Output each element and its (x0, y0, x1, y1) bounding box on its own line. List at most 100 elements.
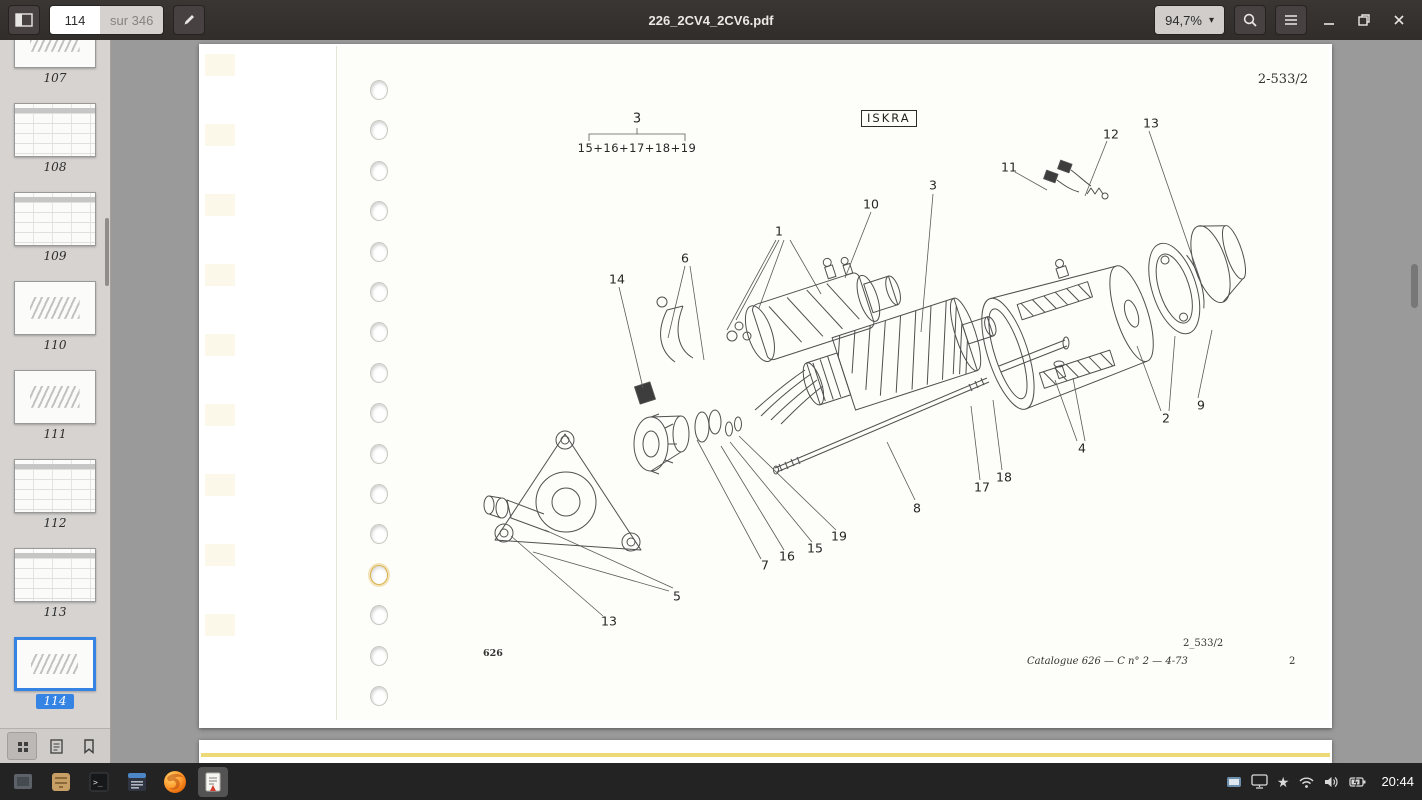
thumbnail-page-number: 113 (43, 605, 67, 619)
thumbnail-image[interactable] (14, 40, 96, 68)
thumbnail-list: 107 108 109 110 111 112 113 114 (0, 40, 110, 729)
zoom-dropdown[interactable]: 94,7% ▾ (1154, 5, 1225, 35)
terminal-icon[interactable]: >_ (84, 767, 114, 797)
minimize-button[interactable] (1316, 7, 1342, 33)
thumbnail-item-109[interactable]: 109 (14, 192, 96, 264)
thumbnail-image[interactable] (14, 281, 96, 335)
restore-icon (1358, 14, 1370, 26)
battery-icon[interactable] (1349, 776, 1367, 788)
thumbnail-item-111[interactable]: 111 (14, 370, 96, 442)
sidebar-toggle-icon (15, 13, 33, 27)
thumbnail-item-107[interactable]: 107 (14, 40, 96, 86)
binder-hole (370, 564, 388, 585)
pencil-icon (184, 15, 195, 25)
bookmark-icon (84, 738, 94, 754)
part-callout-18: 18 (996, 469, 1012, 485)
exploded-starter-motor-diagram (483, 128, 1247, 617)
footer-sheet-number: 2 (1289, 656, 1296, 667)
binder-hole (370, 484, 388, 504)
volume-icon[interactable] (1324, 775, 1340, 789)
next-page-paper-stripe (201, 753, 1330, 757)
restore-button[interactable] (1351, 7, 1377, 33)
search-button[interactable] (1234, 5, 1266, 35)
thumbnail-page-number: 107 (43, 71, 67, 85)
page-total-label: sur 346 (100, 6, 164, 34)
taskbar-app-launchers: >_ (8, 766, 228, 797)
binder-hole (370, 524, 388, 545)
thumbnail-sidebar: 107 108 109 110 111 112 113 114 (0, 40, 111, 763)
display-icon[interactable] (1251, 774, 1268, 789)
star-icon[interactable]: ★ (1276, 773, 1290, 790)
thumbnail-page-number: 110 (43, 338, 67, 352)
menu-button[interactable] (1275, 5, 1307, 35)
wifi-icon[interactable] (1298, 775, 1315, 789)
thumbnail-page-number: 108 (43, 160, 67, 174)
page-selector: sur 346 (49, 5, 165, 35)
zoom-level: 94,7% (1165, 12, 1202, 28)
thumbnail-item-114[interactable]: 114 (14, 637, 96, 709)
text-editor-icon[interactable] (122, 767, 152, 797)
clock: 20:44 (1381, 774, 1414, 789)
annotations-view-button[interactable] (42, 733, 70, 759)
binder-hole (370, 362, 388, 383)
next-pdf-page-partial[interactable] (199, 740, 1332, 763)
firefox-icon[interactable] (160, 767, 190, 797)
taskbar: >_ ★ 20:44 (0, 763, 1422, 800)
group-callout-number: 3 (632, 111, 642, 127)
part-callout-17: 17 (974, 479, 990, 495)
part-callout-7: 7 (761, 557, 769, 573)
scanned-sheet (336, 46, 1329, 720)
paper-stains (205, 54, 235, 668)
part-callout-10: 10 (863, 196, 879, 212)
annotations-list-icon (49, 738, 63, 754)
footer-page-reference: 2_533/2 (1183, 638, 1224, 649)
sidebar-scrollbar[interactable] (105, 218, 109, 286)
part-callout-15: 15 (807, 540, 823, 556)
bookmarks-view-button[interactable] (75, 733, 103, 759)
part-callout-8: 8 (913, 500, 921, 516)
part-callout-1: 1 (775, 223, 783, 239)
keyboard-indicator-icon[interactable] (1226, 774, 1242, 790)
part-callout-5: 5 (673, 588, 681, 604)
thumbnails-view-button[interactable] (7, 732, 37, 760)
footer-catalogue-number: 626 (483, 648, 503, 659)
binder-hole (370, 120, 388, 141)
footer-catalogue-line: Catalogue 626 — C n° 2 — 4-73 (1027, 656, 1188, 667)
file-manager-icon[interactable] (46, 767, 76, 797)
thumbnail-image[interactable] (14, 459, 96, 513)
annotate-button[interactable] (173, 5, 206, 35)
part-callout-3: 3 (929, 177, 937, 193)
document-viewer-icon[interactable] (198, 766, 228, 797)
part-callout-16: 16 (779, 548, 795, 564)
part-callout-19: 19 (831, 528, 847, 544)
thumbnail-page-number: 114 (35, 694, 75, 709)
thumbnail-image[interactable] (14, 103, 96, 157)
page-reference: 2-533/2 (1257, 72, 1308, 87)
thumbnail-item-112[interactable]: 112 (14, 459, 96, 531)
thumbnail-item-108[interactable]: 108 (14, 103, 96, 175)
part-callout-14: 14 (609, 271, 625, 287)
thumbnail-image[interactable] (14, 637, 96, 691)
close-button[interactable] (1386, 7, 1412, 33)
part-callout-9: 9 (1197, 397, 1205, 413)
page-number-input[interactable] (50, 6, 100, 34)
thumbnail-item-110[interactable]: 110 (14, 281, 96, 353)
thumbnail-page-number: 112 (43, 516, 67, 530)
hamburger-menu-icon (1285, 15, 1297, 25)
thumbnail-image[interactable] (14, 192, 96, 246)
viewer-scrollbar[interactable] (1411, 264, 1418, 308)
close-icon (1394, 15, 1404, 25)
binder-hole (370, 605, 388, 626)
thumbnail-image[interactable] (14, 370, 96, 424)
thumbnail-item-113[interactable]: 113 (14, 548, 96, 620)
svg-text:>_: >_ (93, 778, 103, 787)
sidebar-toggle-button[interactable] (8, 5, 40, 35)
chevron-down-icon: ▾ (1208, 14, 1214, 26)
thumbnail-image[interactable] (14, 548, 96, 602)
show-desktop-icon[interactable] (8, 767, 38, 797)
binder-hole (370, 403, 388, 424)
